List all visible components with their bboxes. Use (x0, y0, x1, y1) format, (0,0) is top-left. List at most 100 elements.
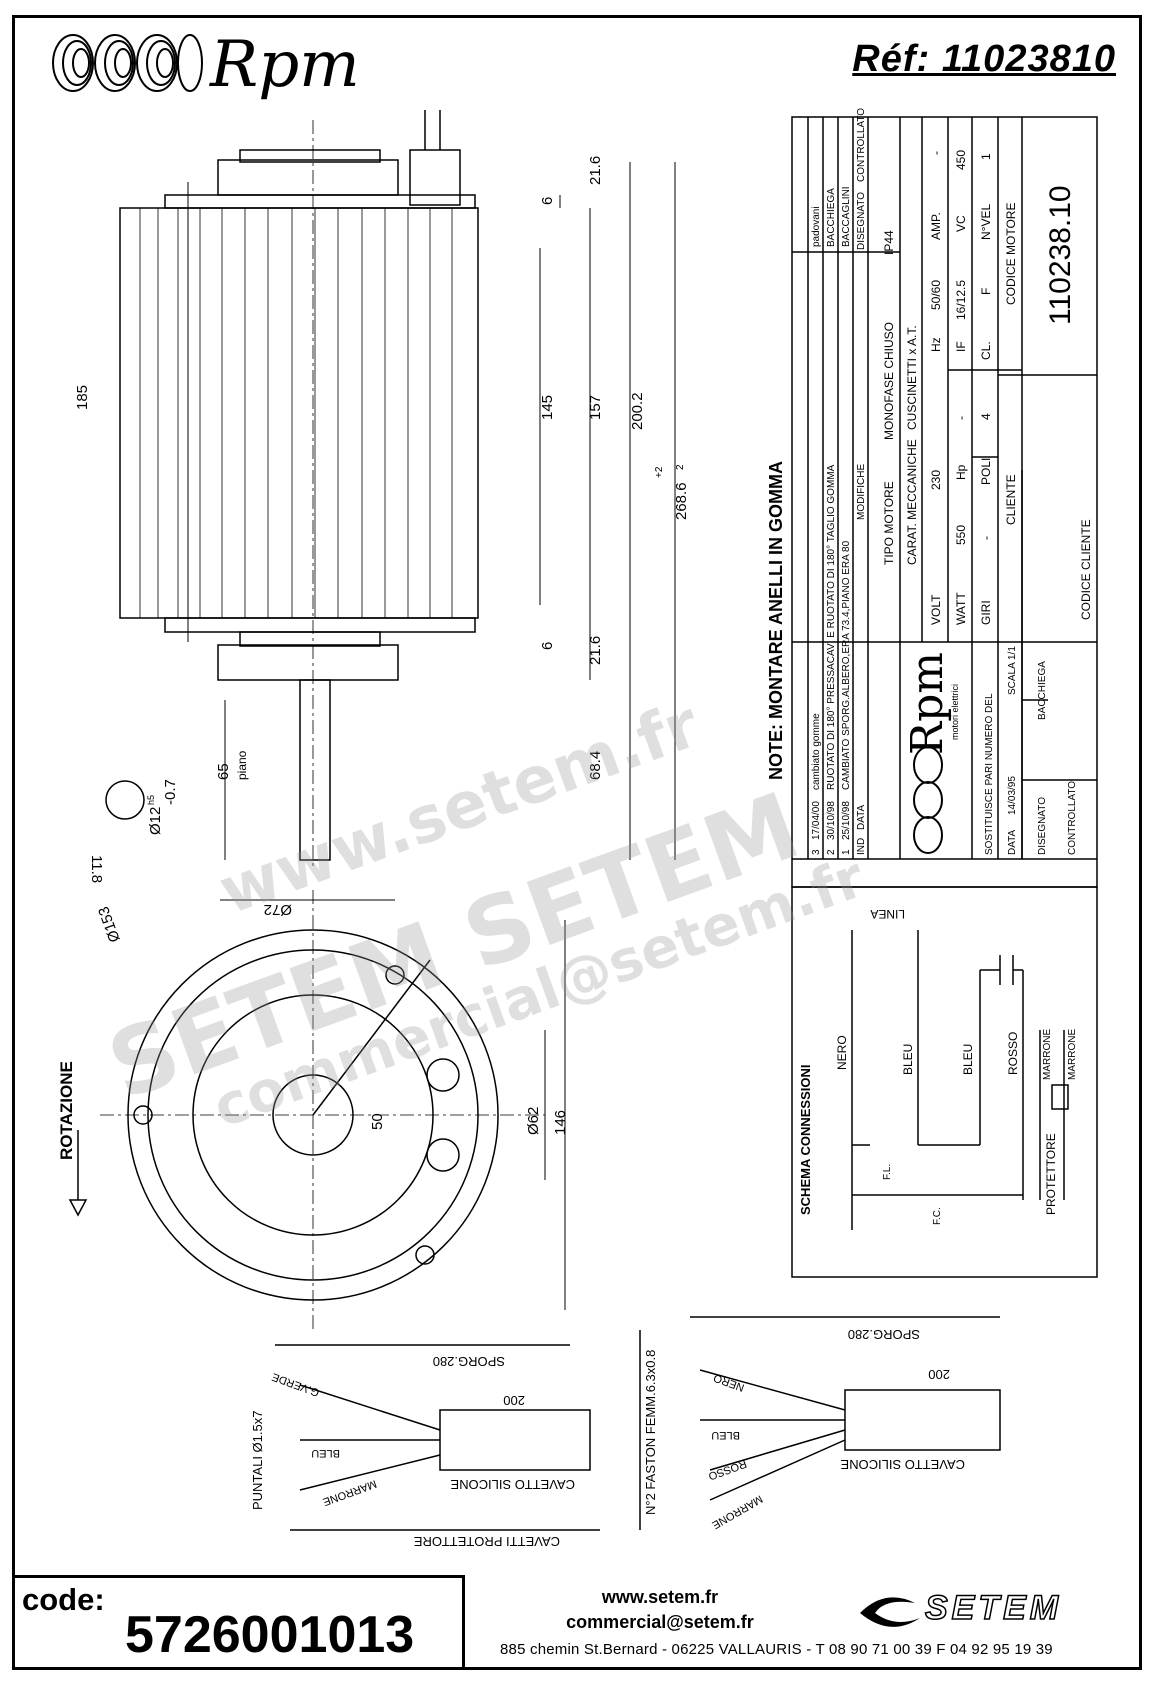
cliente-label: CLIENTE (1004, 474, 1018, 525)
hp-value: - (954, 416, 968, 420)
dim-68: 68.4 (587, 751, 604, 780)
schema-fl: F.L. (882, 1164, 893, 1180)
mod-date-1: 25/10/98 (841, 801, 852, 840)
dim-62: Ø62 (525, 1107, 542, 1135)
disegnato-label: DISEGNATO (1037, 797, 1048, 855)
cl-value: F (979, 288, 993, 295)
dim-268-tol2: 2 (675, 464, 686, 470)
mod-header-controllato: CONTROLLATO (856, 108, 867, 182)
setem-wordmark: SETEM (924, 1588, 1063, 1628)
dim-12-h5: h5 (146, 795, 156, 805)
left-bleu: BLEU (311, 1447, 340, 1459)
dim-153: Ø153 (95, 904, 124, 944)
dim-6-bottom: 6 (539, 642, 556, 650)
schema-bleu1: BLEU (901, 1044, 915, 1075)
dim-piano: piano (235, 750, 249, 780)
if-label: IF (954, 341, 968, 352)
scala-label: SCALA (1007, 662, 1018, 695)
hz-value: 50/60 (929, 280, 943, 310)
mod-ind-2: 2 (826, 849, 837, 855)
giri-label: GIRI (979, 600, 993, 625)
motor-body (119, 207, 479, 619)
vc-label: VC (954, 215, 968, 232)
shaft (299, 679, 331, 861)
code-value: 5726001013 (125, 1606, 415, 1664)
dim-145: 145 (539, 395, 556, 420)
mod-text-2: RUOTATO DI 180° PRESSACAVI E RUOTATO DI … (826, 464, 837, 790)
left-cable-sleeve (439, 1409, 591, 1471)
dim-21-top: 21.6 (587, 156, 604, 185)
title-brand-sub: motori elettrici (950, 684, 960, 740)
note-text: NOTE: MONTARE ANELLI IN GOMMA (766, 461, 786, 780)
data-value: 14/03/95 (1007, 776, 1018, 815)
amp-label: AMP. (929, 212, 943, 240)
mod-ind-1: 1 (841, 849, 852, 855)
left-200: 200 (503, 1393, 525, 1408)
vc-value: 450 (954, 150, 968, 170)
mod-ind-3: 3 (811, 849, 822, 855)
right-faston: N°2 FASTON FEMM.6.3x0.8 (643, 1350, 658, 1515)
coil-logo-icon (52, 34, 203, 92)
mod-text-1: CAMBIATO SPORG.ALBERO,ERA 73.4,PIANO ERA… (841, 540, 852, 790)
disegnato-value: BACCHIEGA (1037, 661, 1048, 720)
hz-label: Hz (929, 337, 943, 352)
mod-header-modifiche: MODIFICHE (856, 464, 867, 520)
mod-drawn-1: BACCAGLINI (841, 186, 852, 247)
email-link[interactable]: commercial@setem.fr (566, 1612, 754, 1632)
dim-200: 200.2 (629, 392, 646, 430)
mod-header-data: DATA (856, 804, 867, 830)
address-line: 885 chemin St.Bernard - 06225 VALLAURIS … (500, 1641, 1053, 1658)
reference-number: Réf: 11023810 (852, 38, 1116, 80)
right-cable-sleeve (844, 1389, 1001, 1451)
nvel-label: N°VEL (979, 204, 993, 240)
dim-50: 50 (369, 1113, 386, 1130)
mod-header-disegnato: DISEGNATO (856, 192, 867, 250)
poli-value: 4 (979, 413, 993, 420)
dim-146: 146 (552, 1110, 569, 1135)
right-nero: NERO (712, 1371, 746, 1393)
dim-185: 185 (74, 385, 91, 410)
data-label: DATA (1007, 829, 1018, 855)
dim-12-tol: -0.7 (162, 779, 179, 805)
mod-drawn-3: padovani (811, 206, 822, 247)
right-sporg: SPORG.280 (848, 1327, 920, 1342)
dim-65: 65 (215, 763, 232, 780)
schema-marrone2: MARRONE (1067, 1029, 1078, 1080)
cl-label: CL. (979, 341, 993, 360)
left-sporg: SPORG.280 (433, 1354, 505, 1369)
mod-date-2: 30/10/98 (826, 801, 837, 840)
carat-label: CARAT. MECCANICHE (905, 439, 919, 565)
schema-marrone1: MARRONE (1042, 1029, 1053, 1080)
dim-157: 157 (587, 395, 604, 420)
watt-label: WATT (954, 592, 968, 625)
volt-label: VOLT (929, 594, 943, 625)
tipo-motore-label: TIPO MOTORE (882, 481, 896, 565)
left-verde: G.VERDE (270, 1370, 321, 1398)
mod-date-3: 17/04/00 (811, 801, 822, 840)
website-link[interactable]: www.setem.fr (601, 1587, 719, 1607)
mod-header-ind: IND (856, 838, 867, 855)
brand-logo: Rpm (45, 28, 360, 103)
schema-rosso: ROSSO (1006, 1032, 1020, 1075)
dim-268-tol: +2 (654, 466, 665, 478)
carat-value: CUSCINETTI x A.T. (905, 325, 919, 430)
right-bleu: BLEU (711, 1429, 740, 1441)
giri-value: - (979, 536, 993, 540)
watt-value: 550 (954, 525, 968, 545)
amp-value: - (929, 151, 943, 155)
right-rosso: ROSSO (706, 1457, 748, 1482)
rotation-label: ROTAZIONE (57, 1061, 76, 1160)
top-flange (217, 159, 399, 196)
schema-linea: LINEA (870, 907, 905, 921)
if-value: 16/12.5 (954, 280, 968, 320)
right-cavetto: CAVETTO SILICONE (840, 1457, 965, 1472)
left-puntali: PUNTALI Ø1.5x7 (250, 1411, 265, 1510)
dim-21-bottom: 21.6 (587, 636, 604, 665)
poli-label: POLI (979, 458, 993, 485)
title-brand: Rpm (902, 652, 953, 755)
schema-box (791, 886, 1098, 1278)
codice-motore-value: 110238.10 (1044, 185, 1077, 325)
tipo-motore-value: MONOFASE CHIUSO (882, 322, 896, 440)
left-marrone: MARRONE (321, 1477, 378, 1508)
